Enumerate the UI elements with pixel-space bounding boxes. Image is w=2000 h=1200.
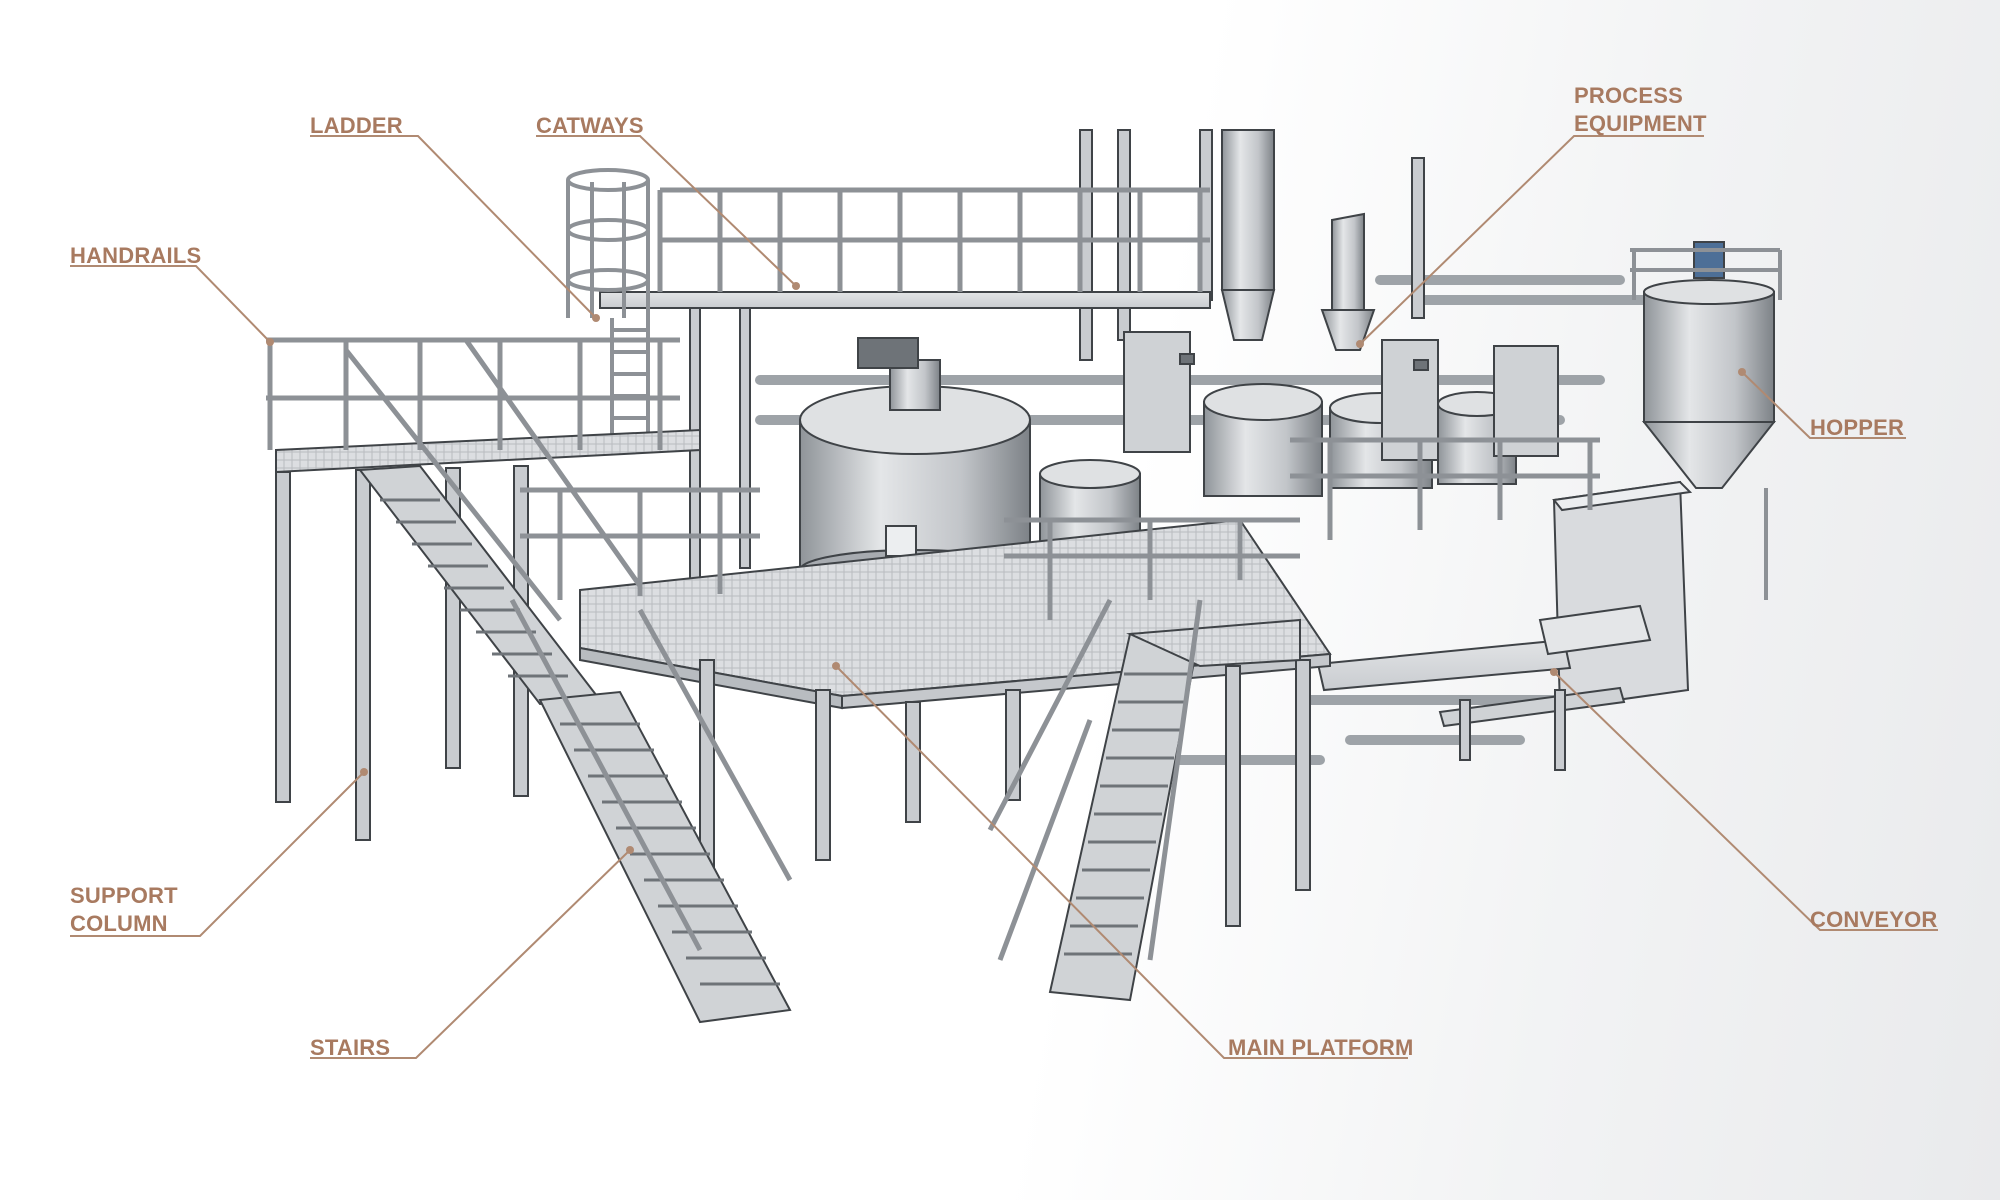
label-stairs: STAIRS — [310, 1034, 390, 1062]
label-hopper-text: HOPPER — [1810, 415, 1905, 440]
label-main-platform-text: MAIN PLATFORM — [1228, 1035, 1414, 1060]
label-conveyor: CONVEYOR — [1810, 906, 1938, 934]
label-process-equipment-line1: PROCESS — [1574, 83, 1683, 108]
label-hopper: HOPPER — [1810, 414, 1904, 442]
label-ladder-text: LADDER — [310, 113, 403, 138]
label-support-column: SUPPORT COLUMN — [70, 882, 178, 938]
leader-main-platform — [835, 665, 1408, 1059]
label-support-column-line1: SUPPORT — [70, 883, 178, 908]
leader-hopper — [1741, 371, 1906, 439]
stairs-right — [987, 598, 1301, 1002]
label-conveyor-text: CONVEYOR — [1810, 907, 1938, 932]
leader-endpoints — [266, 282, 1746, 854]
leader-lines — [70, 135, 1938, 1059]
label-process-equipment: PROCESS EQUIPMENT — [1574, 82, 1707, 138]
label-ladder: LADDER — [310, 112, 403, 140]
leader-stairs — [310, 849, 631, 1059]
upper-catwalk — [599, 187, 1211, 609]
label-handrails: HANDRAILS — [70, 242, 201, 270]
label-handrails-text: HANDRAILS — [70, 243, 202, 268]
stairs-left — [344, 338, 793, 1024]
conveyor-unit — [1316, 480, 1693, 771]
leader-ladder — [310, 135, 597, 319]
leader-support-column — [70, 771, 365, 937]
leader-catways — [536, 135, 797, 287]
exhaust-stacks — [1079, 129, 1425, 361]
label-support-column-line2: COLUMN — [70, 911, 168, 936]
label-main-platform: MAIN PLATFORM — [1228, 1034, 1414, 1062]
label-process-equipment-line2: EQUIPMENT — [1574, 111, 1707, 136]
label-catways-text: CATWAYS — [536, 113, 644, 138]
leader-conveyor — [1553, 671, 1938, 931]
label-catways: CATWAYS — [536, 112, 644, 140]
leader-handrails — [70, 265, 271, 343]
leader-process-equipment — [1359, 135, 1704, 345]
label-stairs-text: STAIRS — [310, 1035, 391, 1060]
